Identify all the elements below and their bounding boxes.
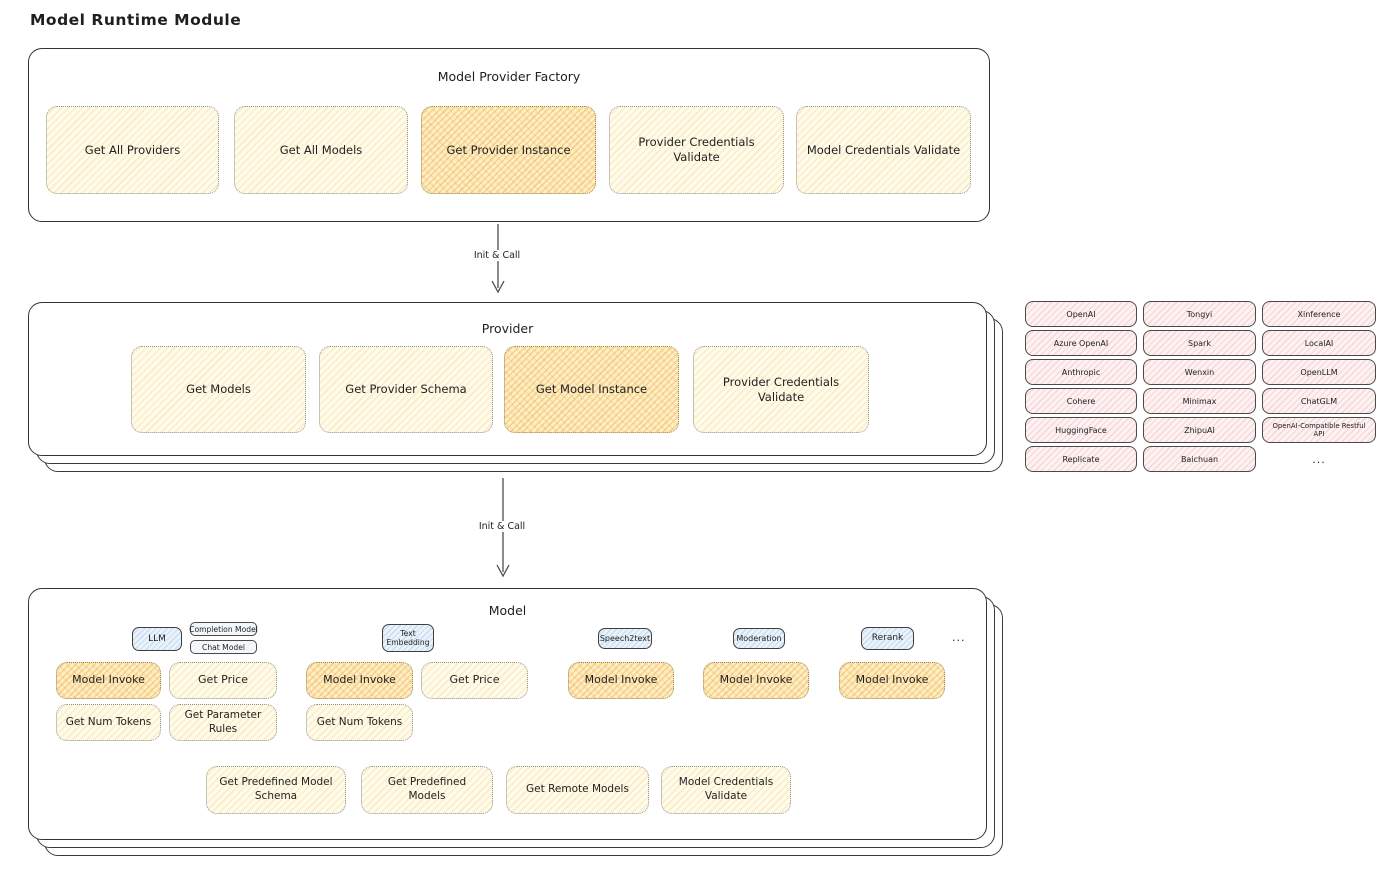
provider-chip-tongyi: Tongyi	[1143, 301, 1256, 327]
provider-chip-openllm: OpenLLM	[1262, 359, 1376, 385]
page-title: Model Runtime Module	[30, 11, 242, 29]
provider-chip-replicate: Replicate	[1025, 446, 1137, 472]
text-embedding-get-num-tokens: Get Num Tokens	[306, 704, 413, 741]
speech2text-model-invoke: Model Invoke	[568, 662, 674, 699]
provider-chip-spark: Spark	[1143, 330, 1256, 356]
model-box-get-remote-models: Get Remote Models	[506, 766, 649, 814]
provider-box-provider-credentials-validate: Provider Credentials Validate	[693, 346, 869, 433]
provider-chips-grid: OpenAI Tongyi Xinference Azure OpenAI Sp…	[1025, 301, 1376, 472]
provider-box-get-provider-schema: Get Provider Schema	[319, 346, 493, 433]
factory-frame: Model Provider Factory Get All Providers…	[28, 48, 990, 222]
provider-chip-wenxin: Wenxin	[1143, 359, 1256, 385]
model-frame: Model LLM Completion Model Chat Model Te…	[28, 588, 987, 840]
llm-get-parameter-rules: Get Parameter Rules	[169, 704, 277, 741]
provider-box-get-model-instance: Get Model Instance	[504, 346, 679, 433]
model-box-get-predefined-model-schema: Get Predefined Model Schema	[206, 766, 346, 814]
factory-box-get-all-models: Get All Models	[234, 106, 408, 194]
provider-chip-xinference: Xinference	[1262, 301, 1376, 327]
tag-llm: LLM	[132, 627, 182, 651]
arrow1-label: Init & Call	[469, 250, 525, 261]
factory-box-get-provider-instance: Get Provider Instance	[421, 106, 596, 194]
factory-box-provider-credentials-validate: Provider Credentials Validate	[609, 106, 784, 194]
provider-chip-openai-compatible-restful-api: OpenAI-Compatible Restful API	[1262, 417, 1376, 443]
tag-rerank: Rerank	[861, 627, 914, 650]
provider-chips-ellipsis: ...	[1312, 452, 1326, 466]
provider-chip-chatglm: ChatGLM	[1262, 388, 1376, 414]
llm-get-num-tokens: Get Num Tokens	[56, 704, 161, 741]
provider-chip-minimax: Minimax	[1143, 388, 1256, 414]
provider-chip-azure-openai: Azure OpenAI	[1025, 330, 1137, 356]
model-title: Model	[488, 603, 527, 618]
factory-title: Model Provider Factory	[437, 69, 581, 84]
tag-moderation: Moderation	[733, 628, 785, 649]
provider-box-get-models: Get Models	[131, 346, 306, 433]
arrow2-label: Init & Call	[474, 521, 530, 532]
provider-chip-zhipuai: ZhipuAI	[1143, 417, 1256, 443]
factory-box-model-credentials-validate: Model Credentials Validate	[796, 106, 971, 194]
tag-completion-model: Completion Model	[189, 622, 258, 636]
provider-frame: Provider Get Models Get Provider Schema …	[28, 302, 987, 456]
rerank-model-invoke: Model Invoke	[839, 662, 945, 699]
moderation-model-invoke: Model Invoke	[703, 662, 809, 699]
model-box-get-predefined-models: Get Predefined Models	[361, 766, 493, 814]
provider-chip-huggingface: HuggingFace	[1025, 417, 1137, 443]
tag-text-embedding: Text Embedding	[382, 624, 434, 652]
provider-chip-localai: LocalAI	[1262, 330, 1376, 356]
text-embedding-model-invoke: Model Invoke	[306, 662, 413, 699]
tag-speech2text: Speech2text	[598, 628, 652, 649]
text-embedding-get-price: Get Price	[421, 662, 528, 699]
llm-get-price: Get Price	[169, 662, 277, 699]
provider-chip-cohere: Cohere	[1025, 388, 1137, 414]
provider-chip-baichuan: Baichuan	[1143, 446, 1256, 472]
provider-chip-anthropic: Anthropic	[1025, 359, 1137, 385]
provider-chip-openai: OpenAI	[1025, 301, 1137, 327]
factory-box-get-all-providers: Get All Providers	[46, 106, 219, 194]
provider-title: Provider	[481, 321, 534, 336]
tag-chat-model: Chat Model	[190, 640, 257, 654]
model-tags-ellipsis: ...	[952, 631, 966, 644]
llm-model-invoke: Model Invoke	[56, 662, 161, 699]
model-box-model-credentials-validate: Model Credentials Validate	[661, 766, 791, 814]
